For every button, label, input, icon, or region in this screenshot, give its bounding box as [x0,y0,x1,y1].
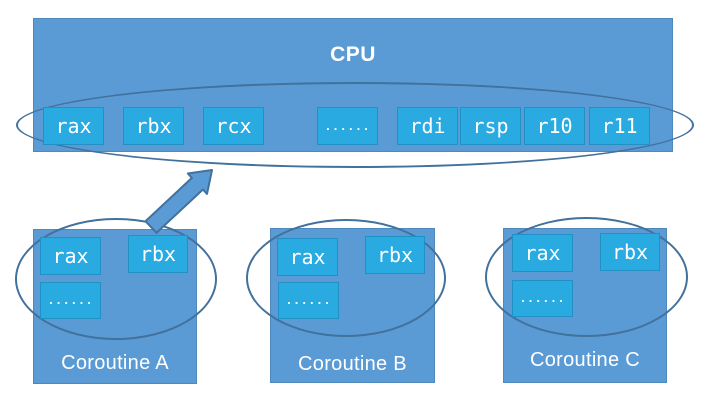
coroutine-b-group: rax rbx ...... Coroutine B [246,219,456,389]
coroutine-a-label: Coroutine A [61,352,169,374]
cpu-register-ellipsis: ...... [317,107,378,145]
coroutine-c-label: Coroutine C [529,349,641,371]
cpu-register-set-ellipse [16,82,694,168]
coroutine-b-register-ellipsis: ...... [278,282,339,319]
cpu-register-r10: r10 [524,107,585,145]
coroutine-a-group: rax rbx ...... Coroutine A [15,218,225,388]
coroutine-a-register-set-ellipse [15,218,217,340]
cpu-label: CPU [330,43,376,66]
cpu-register-rsp: rsp [460,107,521,145]
coroutine-c-register-rax: rax [512,234,573,272]
cpu-register-rcx: rcx [203,107,264,145]
cpu-register-r11: r11 [589,107,650,145]
coroutine-c-register-rbx: rbx [600,233,660,271]
coroutine-b-register-set-ellipse [246,219,446,337]
coroutine-a-register-rax: rax [40,237,101,275]
coroutine-c-register-ellipsis: ...... [512,280,573,317]
cpu-register-rdi: rdi [397,107,458,145]
coroutine-b-register-rbx: rbx [365,236,425,274]
coroutine-c-register-set-ellipse [485,217,688,337]
coroutine-c-group: rax rbx ...... Coroutine C [485,217,695,387]
coroutine-a-register-ellipsis: ...... [40,282,101,319]
coroutine-b-label: Coroutine B [298,353,407,375]
coroutine-a-register-rbx: rbx [128,235,188,273]
cpu-register-rbx: rbx [123,107,184,145]
cpu-register-rax: rax [43,107,104,145]
coroutine-b-register-rax: rax [277,238,338,276]
